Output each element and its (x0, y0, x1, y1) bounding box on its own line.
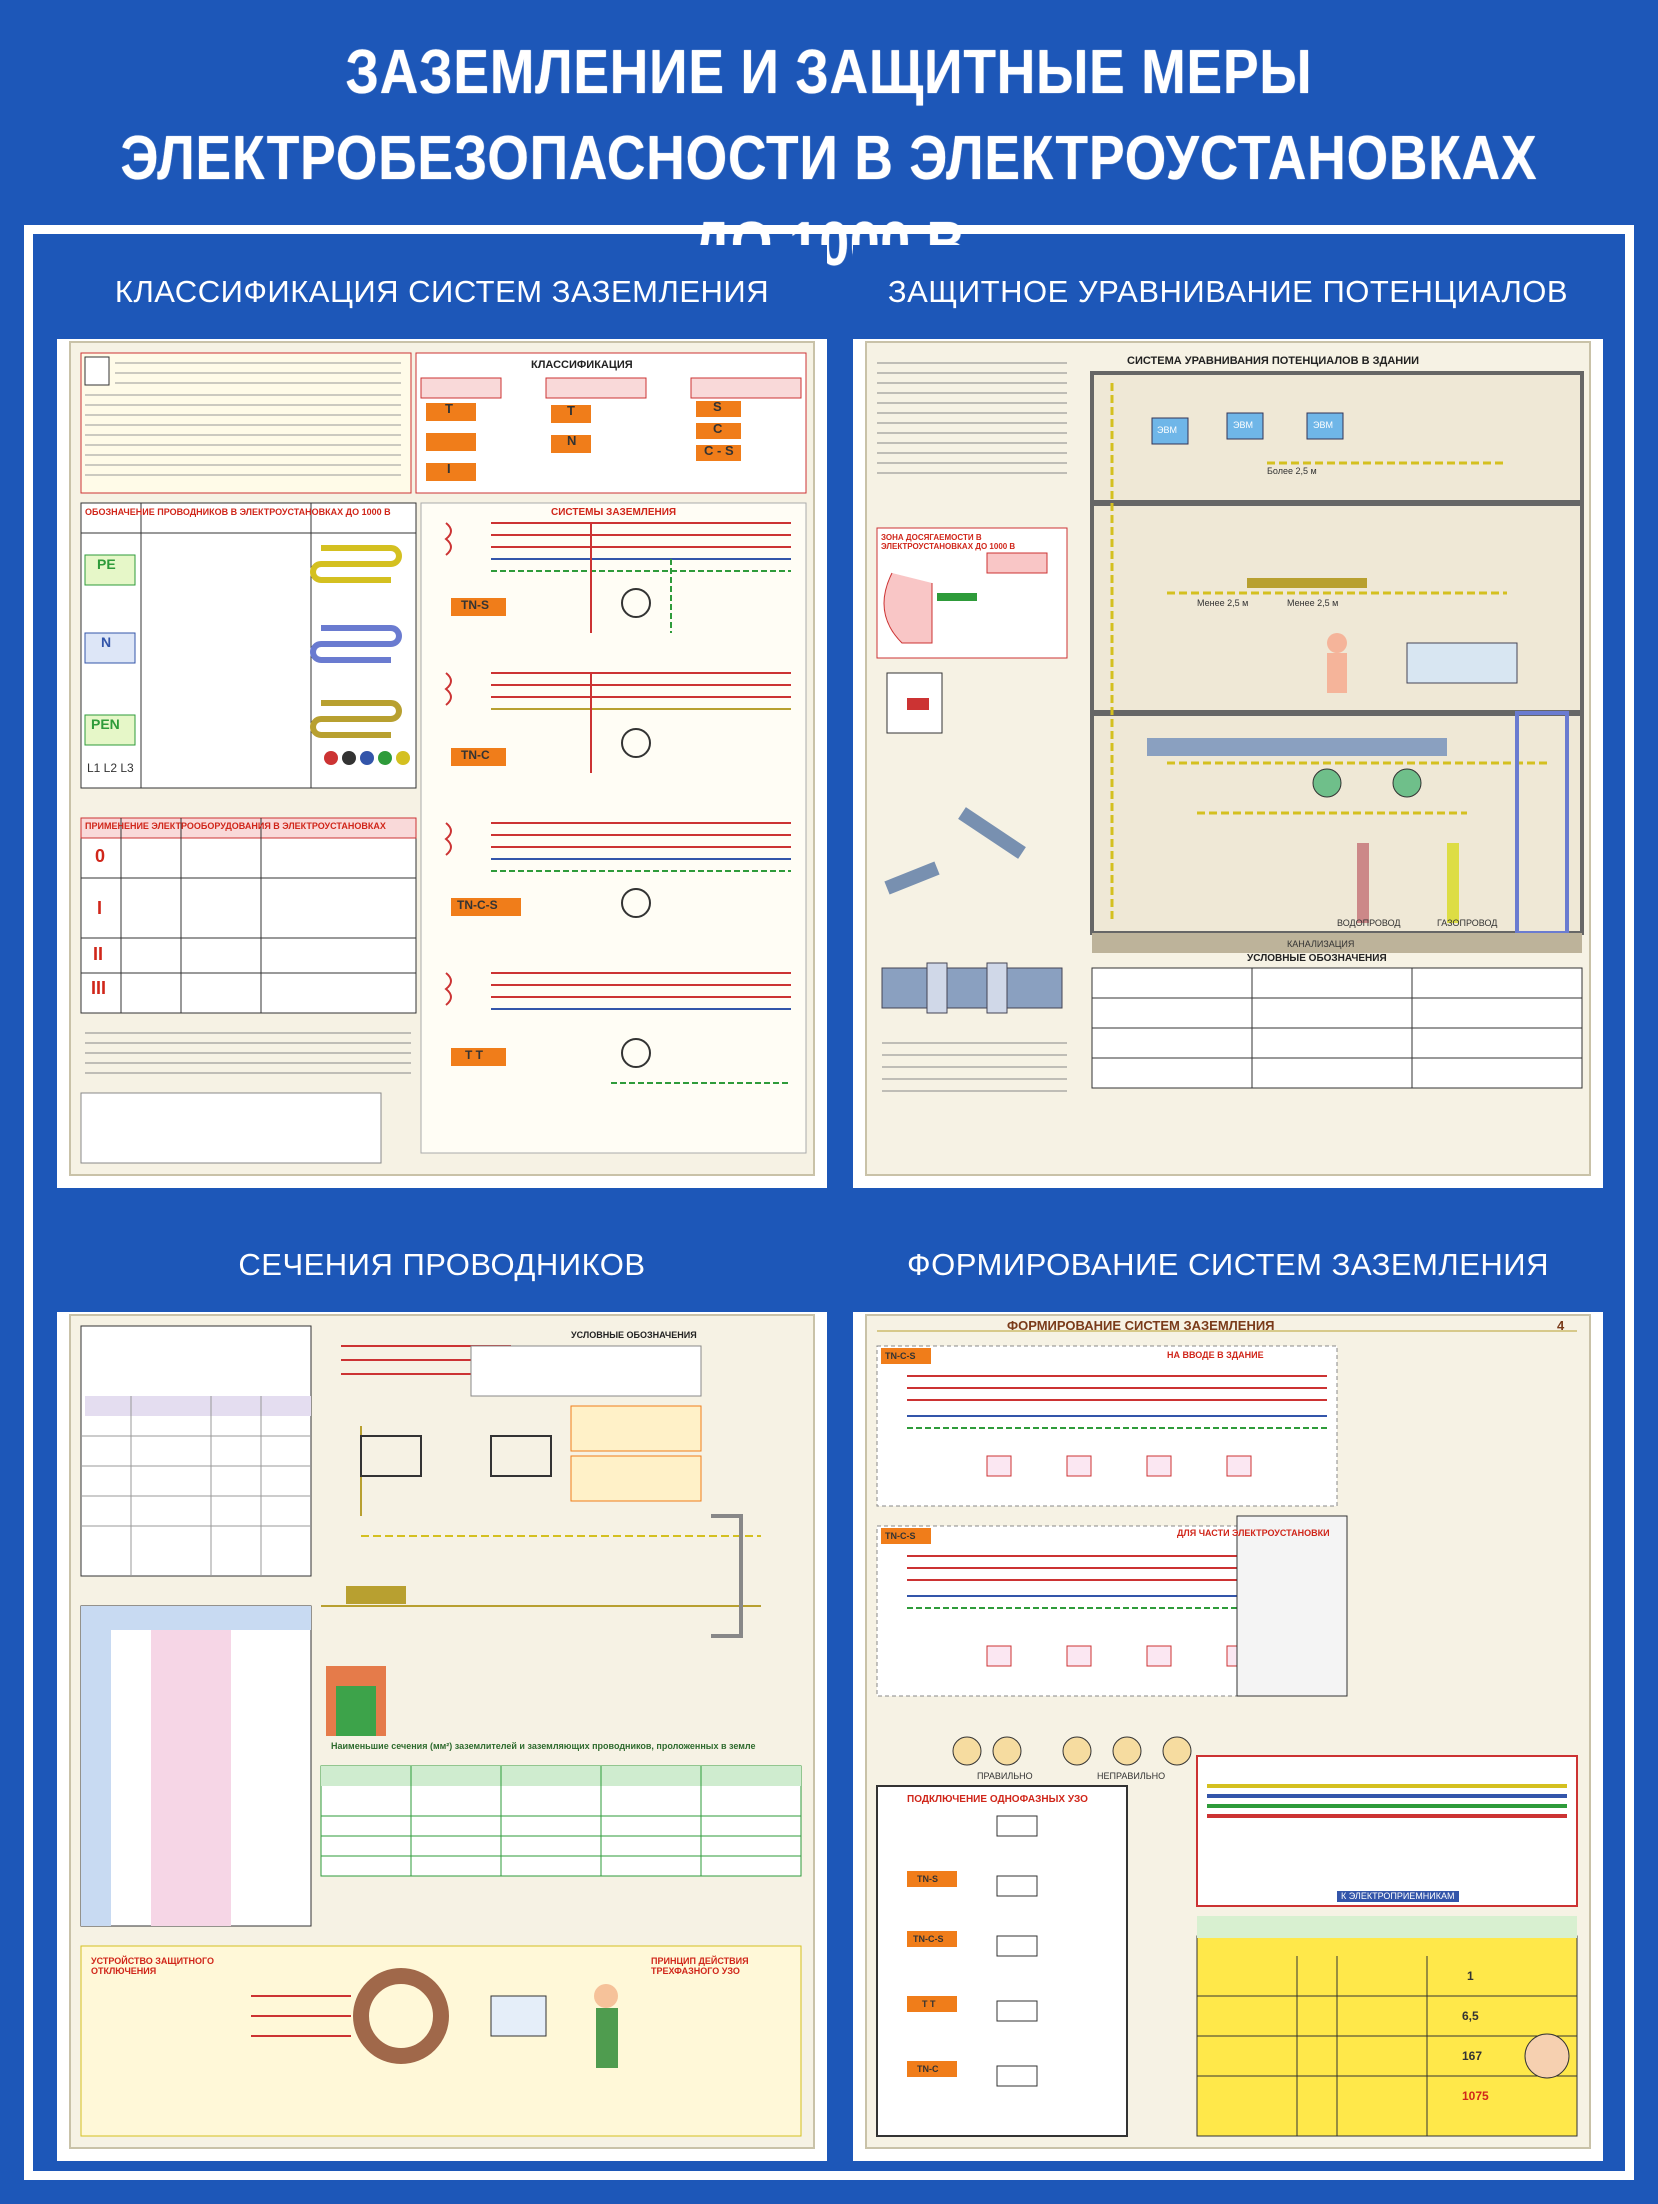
panel-equipotential: ЗАЩИТНОЕ УРАВНИВАНИЕ ПОТЕНЦИАЛОВ (853, 245, 1603, 1188)
sewer-label: КАНАЛИЗАЦИЯ (1287, 939, 1355, 949)
system-tt: T T (465, 1048, 483, 1062)
letter-t-2: T (567, 403, 575, 418)
incorrect-label: НЕПРАВИЛЬНО (1097, 1771, 1166, 1781)
rcd-principle-title: ПРИНЦИП ДЕЙСТВИЯ ТРЕХФАЗНОГО УЗО (651, 1956, 749, 1976)
conductor-n: N (101, 634, 112, 650)
value-2: 6,5 (1462, 2009, 1479, 2023)
system-tn-s: TN-S (461, 598, 489, 612)
distance-less-2: Менее 2,5 м (1287, 598, 1339, 608)
systems-subtitle: СИСТЕМЫ ЗАЗЕМЛЕНИЯ (551, 507, 677, 518)
classification-diagram (80, 352, 807, 1164)
value-1: 1 (1467, 1969, 1474, 1983)
panel-forming-systems: ФОРМИРОВАНИЕ СИСТЕМ ЗАЗЕМЛЕНИЯ (853, 1218, 1603, 2161)
rcd-system-tt: T T (922, 1999, 936, 2009)
application-subtitle: ПРИМЕНЕНИЕ ЭЛЕКТРООБОРУДОВАНИЯ В ЭЛЕКТРО… (85, 821, 386, 831)
rcd-system-tn-c-s: TN-C-S (913, 1934, 944, 1944)
pc-label-2: ЭВМ (1233, 420, 1253, 430)
system-title: СИСТЕМА УРАВНИВАНИЯ ПОТЕНЦИАЛОВ В ЗДАНИИ (1127, 355, 1420, 367)
letter-s: S (713, 399, 722, 414)
conductors-subtitle: ОБОЗНАЧЕНИЕ ПРОВОДНИКОВ В ЭЛЕКТРОУСТАНОВ… (85, 507, 391, 517)
letter-i: I (447, 461, 451, 476)
outer-frame (24, 225, 1634, 2180)
panel-header: ЗАЩИТНОЕ УРАВНИВАНИЕ ПОТЕНЦИАЛОВ (853, 245, 1603, 339)
system-tn-c-s: TN-C-S (457, 898, 498, 912)
scheme-label-1: TN-C-S (885, 1351, 916, 1361)
poster-image: КЛАССИФИКАЦИЯ ОБОЗНАЧЕНИЕ ПРОВОДНИКОВ В … (69, 341, 815, 1176)
legend-title: УСЛОВНЫЕ ОБОЗНАЧЕНИЯ (1247, 953, 1387, 964)
class-3: III (91, 978, 107, 998)
poster-title-line-2: ЭЛЕКТРОБЕЗОПАСНОСТИ В ЭЛЕКТРОУСТАНОВКАХ … (120, 124, 1538, 279)
ground-sections-title: Наименьшие сечения (мм²) заземлителей и … (331, 1741, 756, 1751)
panel-cross-sections: СЕЧЕНИЯ ПРОВОДНИКОВ (57, 1218, 827, 2161)
distance-more: Более 2,5 м (1267, 466, 1317, 476)
correct-label: ПРАВИЛЬНО (977, 1771, 1033, 1781)
class-1: I (97, 898, 103, 918)
classification-subtitle: КЛАССИФИКАЦИЯ (531, 359, 633, 371)
poster-image: ФОРМИРОВАНИЕ СИСТЕМ ЗАЗЕМЛЕНИЯ 4 НА ВВОД… (865, 1314, 1591, 2149)
poster-title: ЗАЗЕМЛЕНИЕ И ЗАЩИТНЫЕ МЕРЫ ЭЛЕКТРОБЕЗОПА… (0, 30, 1658, 288)
poster-image: УСЛОВНЫЕ ОБОЗНАЧЕНИЯ Наименьшие сечения … (69, 1314, 815, 2149)
conductor-l: L1 L2 L3 (87, 761, 134, 775)
letter-n: N (567, 433, 577, 448)
conductor-pe: PE (97, 556, 116, 572)
cross-sections-diagram (80, 1325, 802, 2137)
system-tn-c: TN-C (461, 748, 490, 762)
rcd-system-tn-c: TN-C (917, 2064, 939, 2074)
reach-zone-title: ЗОНА ДОСЯГАЕМОСТИ В ЭЛЕКТРОУСТАНОВКАХ ДО… (881, 533, 1016, 551)
water-pipe-label: ВОДОПРОВОД (1337, 918, 1401, 928)
forming-title: ФОРМИРОВАНИЕ СИСТЕМ ЗАЗЕМЛЕНИЯ (1007, 1318, 1275, 1333)
letter-c: C (713, 421, 723, 436)
poster-title-line-1: ЗАЗЕМЛЕНИЕ И ЗАЩИТНЫЕ МЕРЫ (345, 38, 1313, 107)
at-entry-label: НА ВВОДЕ В ЗДАНИЕ (1167, 1350, 1264, 1360)
rcd-title: УСТРОЙСТВО ЗАЩИТНОГО ОТКЛЮЧЕНИЯ (91, 1956, 215, 1976)
part-installation-label: ДЛЯ ЧАСТИ ЭЛЕКТРОУСТАНОВКИ (1177, 1528, 1330, 1538)
pc-label-3: ЭВМ (1313, 420, 1333, 430)
panel-header: СЕЧЕНИЯ ПРОВОДНИКОВ (57, 1218, 827, 1312)
letter-t: T (445, 401, 453, 416)
class-0: 0 (95, 846, 106, 866)
rcd-system-tn-s: TN-S (917, 1874, 938, 1884)
gas-pipe-label: ГАЗОПРОВОД (1437, 918, 1498, 928)
scheme-label-2: TN-C-S (885, 1531, 916, 1541)
value-4: 1075 (1462, 2089, 1489, 2103)
panel-header: ФОРМИРОВАНИЕ СИСТЕМ ЗАЗЕМЛЕНИЯ (853, 1218, 1603, 1312)
class-2: II (93, 944, 104, 964)
rcd-connection-title: ПОДКЛЮЧЕНИЕ ОДНОФАЗНЫХ УЗО (907, 1794, 1088, 1805)
forming-systems-diagram (876, 1330, 1578, 2137)
page-number: 4 (1557, 1318, 1565, 1333)
panel-header: КЛАССИФИКАЦИЯ СИСТЕМ ЗАЗЕМЛЕНИЯ (57, 245, 827, 339)
panel-classification: КЛАССИФИКАЦИЯ СИСТЕМ ЗАЗЕМЛЕНИЯ (57, 245, 827, 1188)
distance-less-1: Менее 2,5 м (1197, 598, 1249, 608)
equipotential-diagram (876, 362, 1584, 1092)
conductor-pen: PEN (91, 716, 120, 732)
poster-image: СИСТЕМА УРАВНИВАНИЯ ПОТЕНЦИАЛОВ В ЗДАНИИ… (865, 341, 1591, 1176)
pc-label-1: ЭВМ (1157, 425, 1177, 435)
to-receivers-label: К ЭЛЕКТРОПРИЕМНИКАМ (1337, 1891, 1459, 1902)
value-3: 167 (1462, 2049, 1483, 2063)
legend-title: УСЛОВНЫЕ ОБОЗНАЧЕНИЯ (571, 1330, 697, 1340)
letter-c-s: C - S (704, 443, 734, 458)
